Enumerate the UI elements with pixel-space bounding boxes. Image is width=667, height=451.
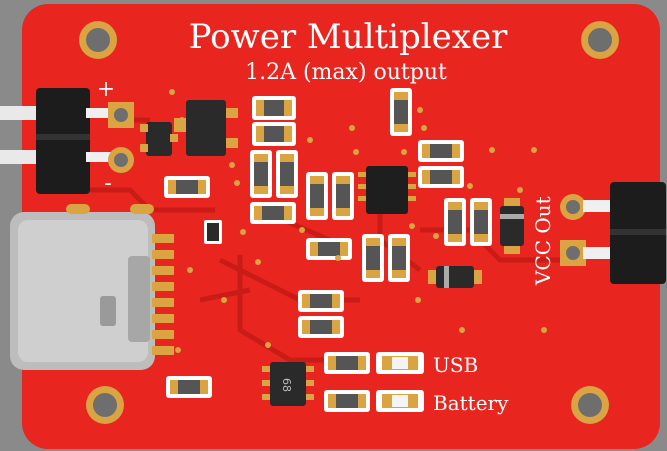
- minus-label: -: [104, 171, 111, 196]
- small-transistor: [204, 220, 222, 244]
- pcb-board: [22, 4, 660, 449]
- usb-c-connector: [10, 204, 174, 370]
- usb-label: USB: [433, 353, 478, 377]
- diode-bottom: [428, 266, 482, 288]
- vias: [169, 89, 547, 353]
- battery-led: [376, 390, 424, 412]
- vcc-out-label: VCC Out: [531, 196, 555, 286]
- chip-marking: 68: [280, 378, 293, 392]
- diode-right: [500, 198, 524, 254]
- mounting-holes: [79, 21, 619, 424]
- sot23-chip: 68: [262, 362, 314, 406]
- board-subtitle: 1.2A (max) output: [245, 60, 447, 85]
- plus-label: +: [97, 77, 115, 102]
- mosfet: [140, 122, 178, 156]
- vcc-out-header: [560, 182, 666, 284]
- battery-label: Battery: [433, 391, 509, 415]
- controller-ic: [358, 166, 416, 214]
- usb-led: [376, 352, 424, 374]
- passive-components: [164, 88, 492, 412]
- battery-header: [0, 88, 134, 194]
- board-title: Power Multiplexer: [189, 17, 508, 57]
